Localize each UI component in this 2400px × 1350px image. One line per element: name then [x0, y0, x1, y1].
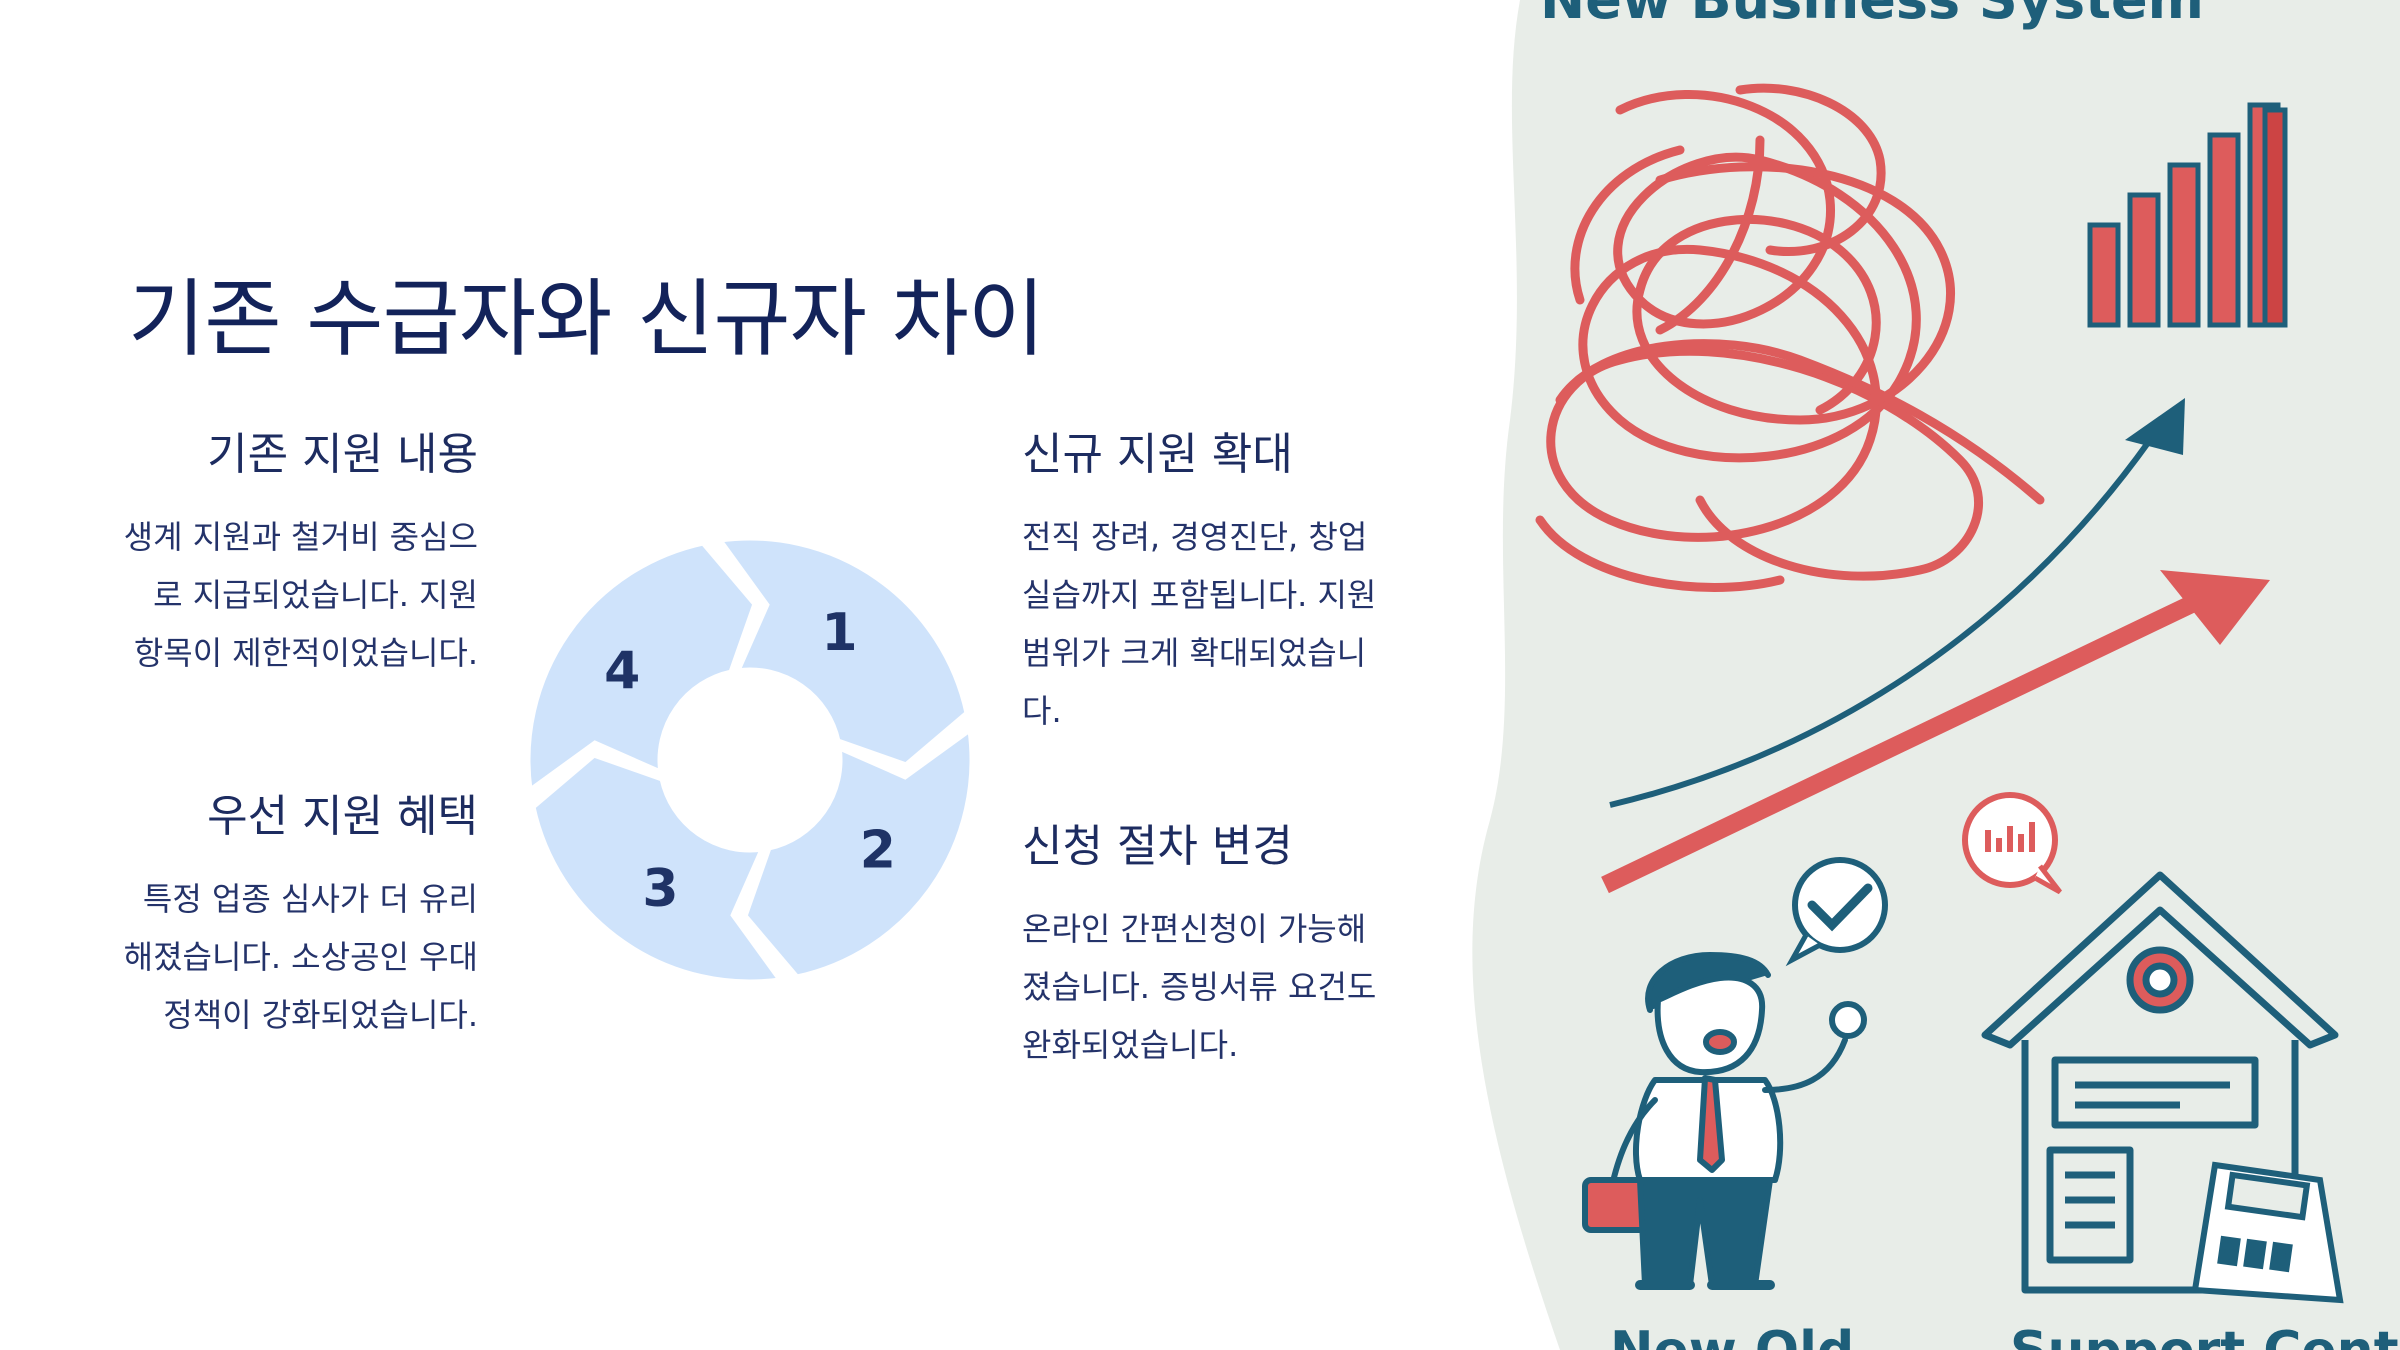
section-heading: 신청 절차 변경	[1022, 821, 1293, 872]
growth-arrow-icon	[1601, 398, 2270, 894]
slide-title: 기존 수급자와 신규자 차이	[128, 270, 1045, 368]
bottom-right-caption: Support Center	[2010, 1321, 2400, 1350]
cycle-number-2: 2	[860, 820, 896, 880]
cycle-segment-1	[715, 535, 970, 768]
section-body: 온라인 간편신청이 가능해졌습니다. 증빙서류 요건도 완화되었습니다.	[1022, 910, 1377, 1064]
chart-bubble-icon	[1962, 792, 2062, 895]
section-body: 생계 지원과 철거비 중심으로 지급되었습니다. 지원 항목이 제한적이었습니다…	[123, 518, 478, 672]
cycle-diagram: 1 2 3 4	[525, 535, 975, 985]
bottom-left-caption: New Old	[1610, 1321, 1854, 1350]
scribble-icon	[1535, 83, 2045, 592]
section-heading: 우선 지원 혜택	[207, 791, 478, 842]
cycle-segment-4	[525, 540, 758, 795]
section-priority: 우선 지원 혜택 특정 업종 심사가 더 유리해졌습니다. 소상공인 우대 정책…	[118, 780, 478, 1044]
house-icon	[1981, 871, 2339, 1294]
bar-chart-icon	[2087, 102, 2288, 328]
section-procedure: 신청 절차 변경 온라인 간편신청이 가능해졌습니다. 증빙서류 요건도 완화되…	[1022, 810, 1382, 1074]
cycle-number-4: 4	[604, 642, 640, 702]
calculator-icon	[2191, 1161, 2344, 1304]
section-existing: 기존 지원 내용 생계 지원과 철거비 중심으로 지급되었습니다. 지원 항목이…	[118, 418, 478, 682]
cycle-segment-3	[530, 752, 785, 985]
check-bubble-icon	[1785, 857, 1888, 967]
section-heading: 기존 지원 내용	[207, 429, 478, 480]
businessman-icon	[1582, 952, 1867, 1290]
section-body: 전직 장려, 경영진단, 창업 실습까지 포함됩니다. 지원 범위가 크게 확대…	[1022, 518, 1377, 730]
cycle-number-3: 3	[642, 859, 678, 919]
section-body: 특정 업종 심사가 더 유리해졌습니다. 소상공인 우대 정책이 강화되었습니다…	[123, 880, 478, 1034]
cycle-number-1: 1	[821, 603, 857, 663]
top-caption: New Business System	[1540, 0, 2204, 31]
cycle-segment-2	[742, 725, 975, 980]
section-expansion: 신규 지원 확대 전직 장려, 경영진단, 창업 실습까지 포함됩니다. 지원 …	[1022, 418, 1382, 740]
section-heading: 신규 지원 확대	[1022, 429, 1293, 480]
